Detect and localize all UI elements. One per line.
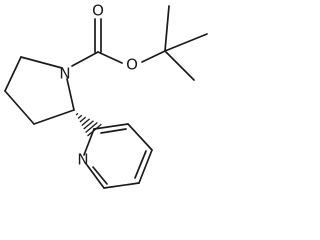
pyridine-ring: [83, 123, 153, 189]
chemical-structure: N O O N: [4, 1, 208, 189]
bond-c2p-c3p: [93, 123, 129, 130]
atom-label-o-carbonyl: O: [92, 2, 104, 20]
atom-label-n-pyridine: N: [77, 151, 88, 169]
atom-label-o-ester: O: [126, 56, 138, 74]
bond-carbonyl-c-o-ester: [97, 51, 123, 64]
bond-quaternary-c-methyl-bottom: [164, 50, 195, 81]
atom-labels: N O O N: [59, 2, 138, 169]
bond-n1-carbonyl-c: [71, 51, 99, 67]
bond-c3-c2: [33, 109, 75, 125]
bond-c5-c4: [4, 56, 22, 92]
pyrrolidine-ring: [4, 56, 75, 125]
bond-c4p-c5p-inner: [134, 150, 147, 179]
boc-group: [71, 5, 208, 81]
bond-n1-c5: [20, 56, 63, 69]
bond-n1p-c6p-inner: [92, 166, 108, 185]
bond-n1p-c2p: [83, 128, 95, 156]
bond-c4p-c5p: [138, 149, 153, 184]
bond-c2-n1: [66, 78, 75, 111]
bond-c4-c3: [4, 90, 35, 125]
bond-c3p-c4p: [127, 123, 153, 151]
bond-quaternary-c-methyl-right: [164, 33, 208, 52]
bond-c5p-c6p: [103, 182, 140, 189]
bond-o-ester-quaternary-c: [141, 50, 166, 63]
hashed-wedge-bond: [75, 112, 102, 137]
bond-c2p-c3p-inner: [100, 128, 127, 134]
atom-label-n-pyrrolidine: N: [59, 65, 70, 83]
bond-quaternary-c-methyl-top: [164, 5, 170, 52]
bond-c6p-n1p: [86, 164, 105, 189]
